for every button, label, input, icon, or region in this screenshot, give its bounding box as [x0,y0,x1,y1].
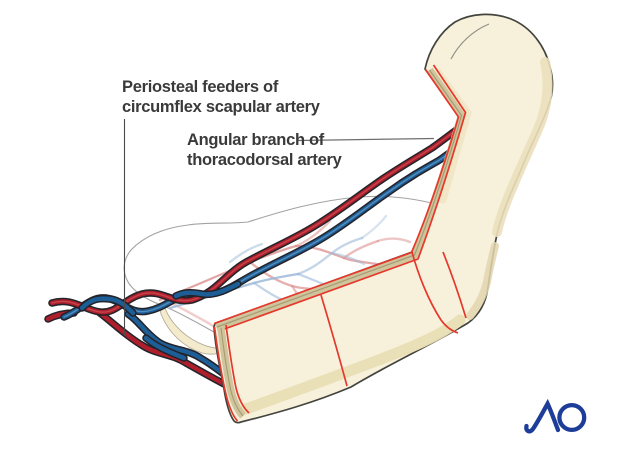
cortical-cut-strip [213,64,467,332]
leader-line-angular [297,137,435,142]
ao-logo: AO [524,398,587,434]
leader-lines [123,119,435,336]
ao-logo-letter-o [557,402,587,433]
bone-graft [213,13,554,424]
label-angular-line1: Angular branch of [187,131,324,149]
label-angular-branch: Angular branch of thoracodorsal artery [187,130,342,170]
angular-branch-artery [48,122,466,316]
ao-logo-letter-a [524,398,561,434]
vessel-braid-overlay [78,280,242,317]
left-end-cut-face [213,324,250,422]
label-periosteal-feeders: Periosteal feeders of circumflex scapula… [122,77,320,117]
bone-head-crease [450,23,490,60]
label-angular-line2: thoracodorsal artery [187,151,342,169]
label-periosteal-line2: circumflex scapular artery [122,98,320,116]
label-periosteal-line1: Periosteal feeders of [122,78,279,96]
osteotomy-lines [320,251,467,387]
